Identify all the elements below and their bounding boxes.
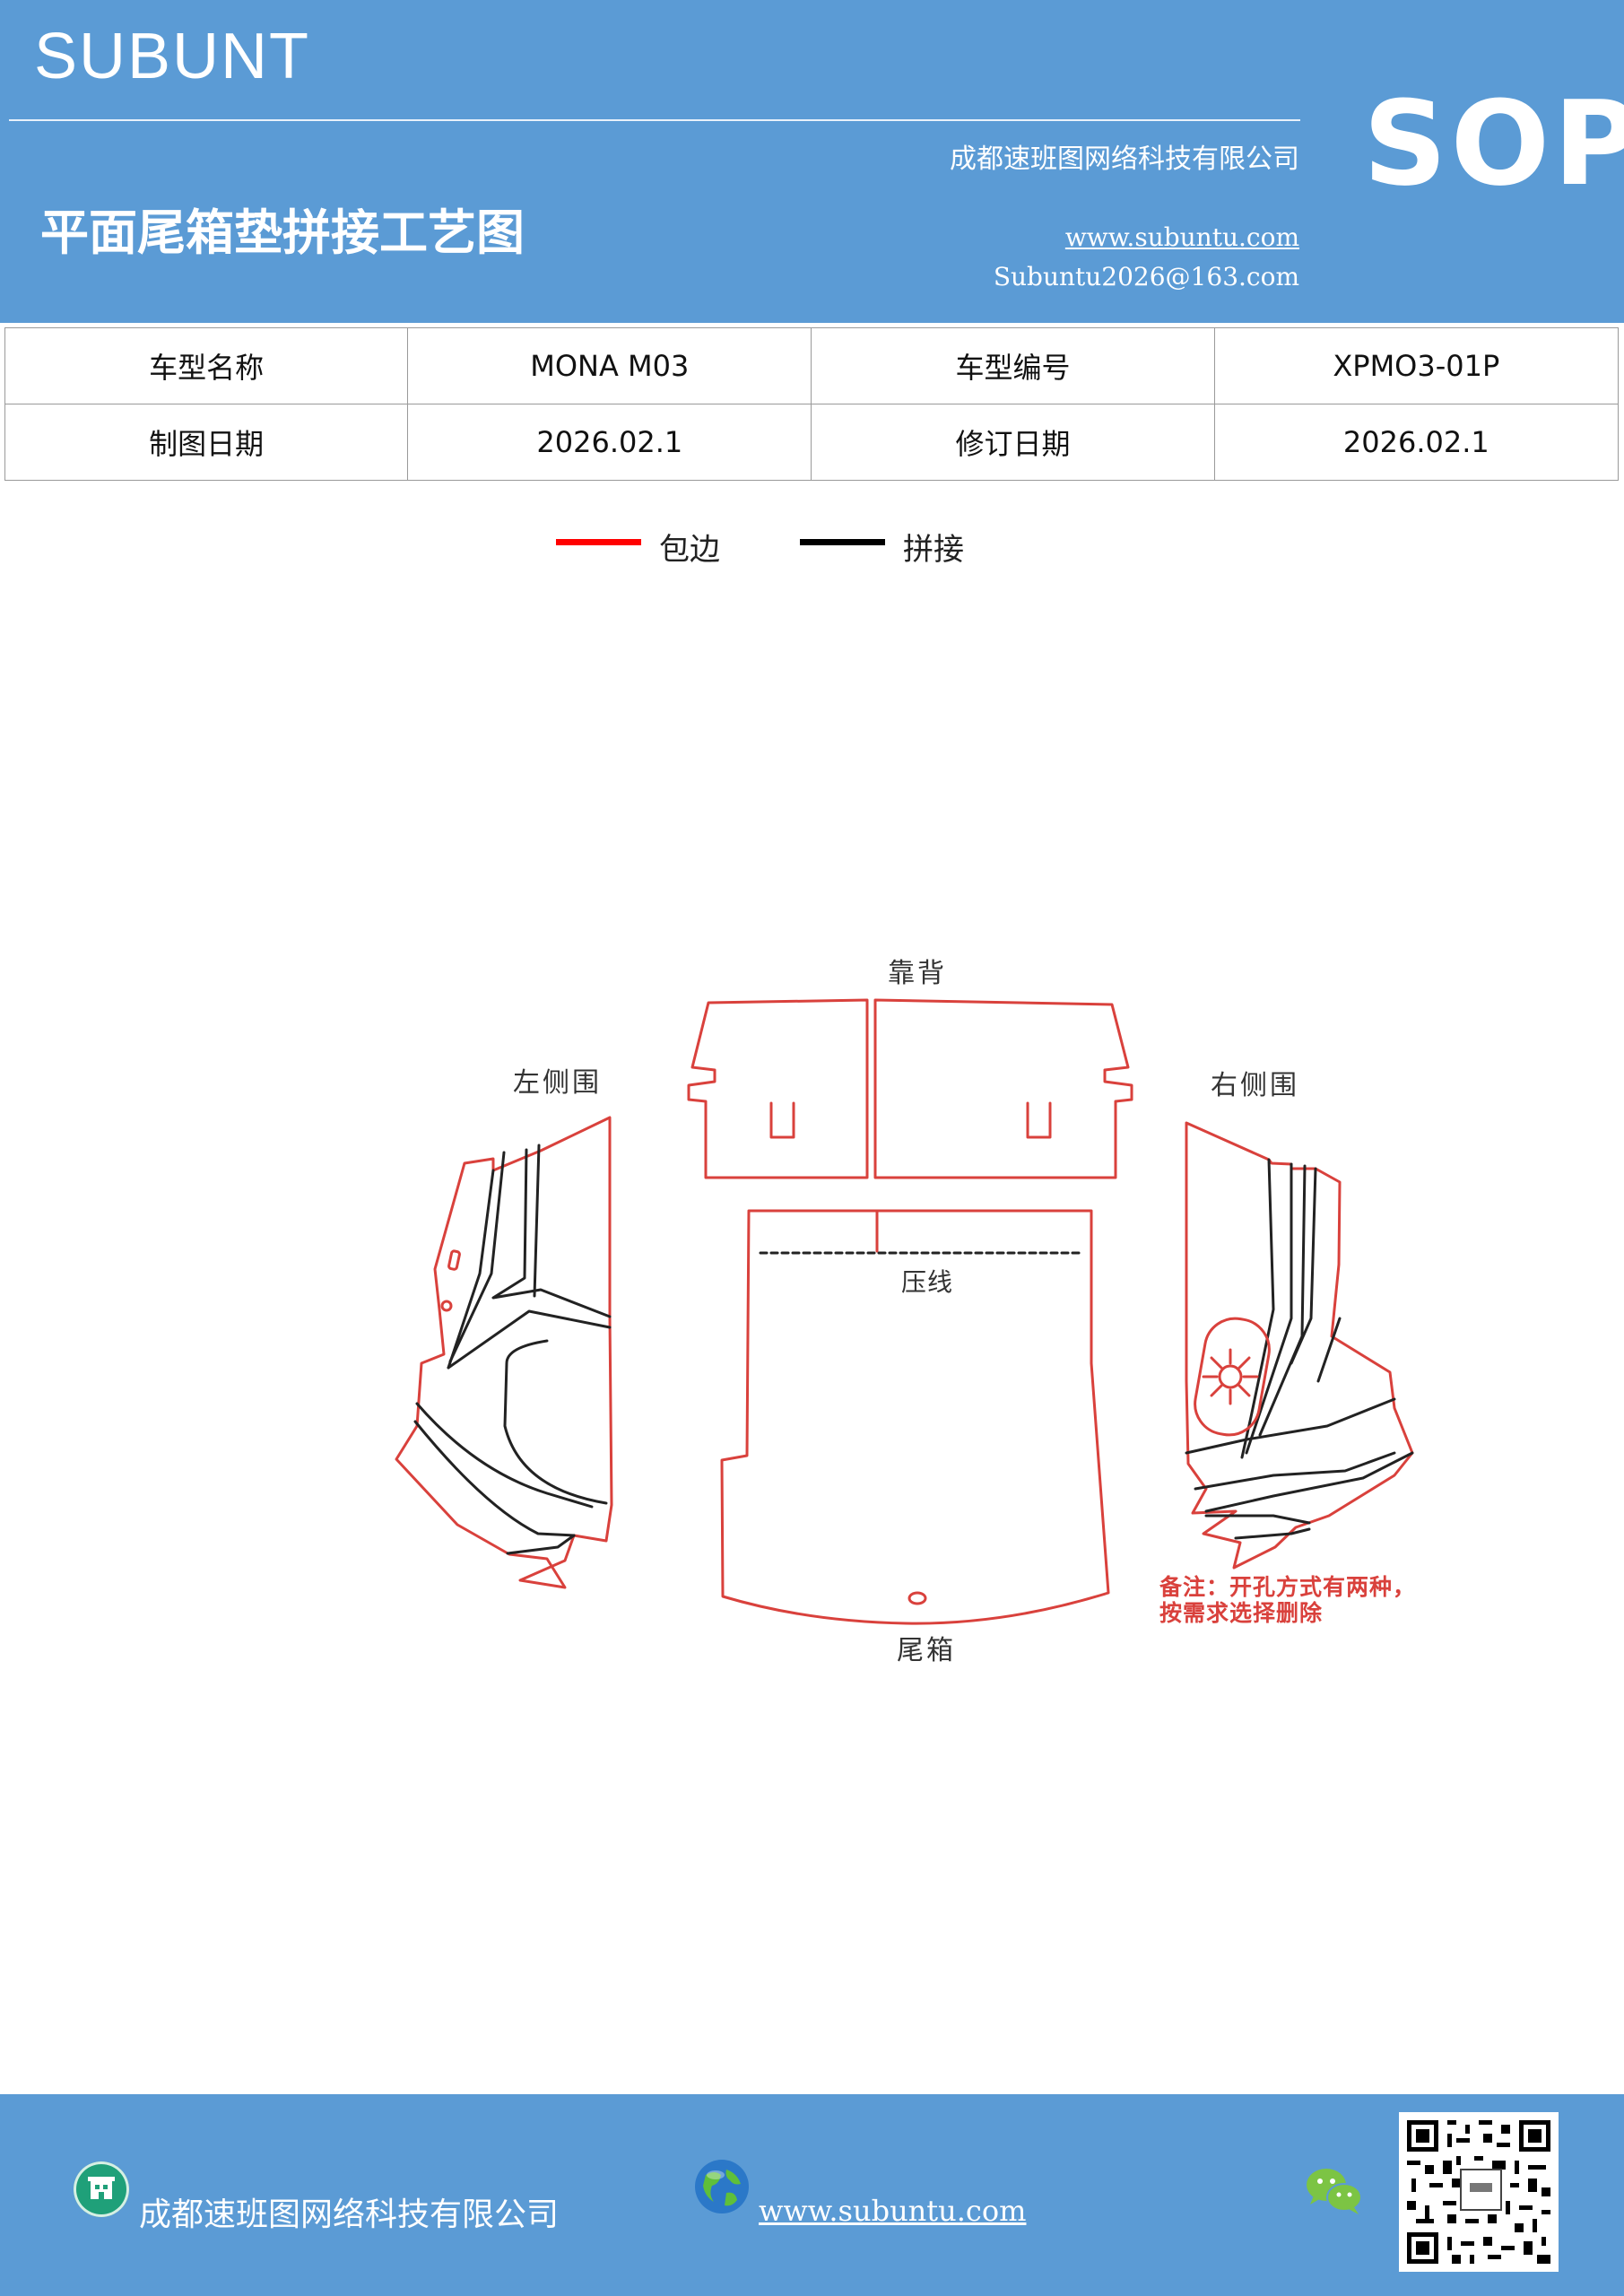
table-row: 制图日期 2026.02.1 修订日期 2026.02.1 [4,404,1620,481]
legend-label: 拼接 [903,532,964,568]
right-side-seam-6 [1185,1397,1396,1455]
right-side-seam-10 [1234,1527,1311,1540]
qr-code[interactable] [1399,2112,1559,2272]
sop-badge: SOP [1363,75,1624,212]
vehicle-info-table: 车型名称 MONA M03 车型编号 XPMO3-01P 制图日期 2026.0… [4,327,1620,481]
header-band: SUBUNT 成都速班图网络科技有限公司 平面尾箱垫拼接工艺图 www.subu… [0,0,1624,323]
note-line: 按需求选择删除 [1159,1600,1324,1626]
trunk-floor-panel [720,1209,1110,1625]
hole-note: 备注：开孔方式有两种， 按需求选择删除 [1159,1574,1416,1626]
right-side-seam-2 [1245,1162,1293,1455]
legend-label: 包边 [659,532,720,568]
diagram-svg [395,998,1414,1625]
table-row: 车型名称 MONA M03 车型编号 XPMO3-01P [4,327,1620,404]
backrest-right-panel [873,998,1133,1179]
left-side-seam-2 [448,1151,506,1363]
label-left-side: 左侧围 [513,1067,602,1099]
left-side-seam-8 [413,1420,576,1537]
left-side-seam-9 [506,1534,576,1555]
footer-company-name: 成都速班图网络科技有限公司 [139,2196,560,2233]
table-cell: 车型编号 [811,327,1215,404]
black-line-swatch [800,539,885,545]
left-side-seam-6 [503,1339,608,1505]
backrest-right-slot [1026,1101,1052,1139]
label-right-side: 右侧围 [1211,1070,1299,1101]
right-side-seam-9 [1204,1514,1311,1525]
red-line-swatch [556,539,641,545]
website-link[interactable]: www.subuntu.com [1064,222,1299,252]
backrest-left-slot [769,1101,795,1139]
left-side-seam-7 [415,1402,594,1509]
table-cell: 2026.02.1 [1213,404,1620,481]
right-side-seam-5 [1316,1317,1342,1383]
table-cell: 制图日期 [4,404,409,481]
left-side-outer [395,1116,613,1589]
note-line: 备注：开孔方式有两种， [1159,1574,1417,1600]
wechat-icon [1305,2163,1364,2217]
left-side-hole-round [440,1300,453,1312]
table-cell: MONA M03 [407,327,812,404]
globe-icon [692,2157,751,2216]
left-side-seam-3 [491,1148,612,1318]
right-side-vent-frame [1194,1317,1271,1437]
trunk-hole [908,1591,927,1605]
backrest-left-panel [687,998,869,1179]
building-icon [74,2161,129,2217]
right-side-seam-7 [1194,1451,1396,1491]
left-side-seam-5 [447,1309,612,1370]
footer-website-link[interactable]: www.subuntu.com [759,2194,1027,2228]
table-cell: 2026.02.1 [407,404,812,481]
email-address: Subuntu2026@163.com [993,262,1299,291]
label-backrest: 靠背 [888,958,947,989]
right-side-seam-8 [1204,1451,1414,1513]
left-side-hole-slot [447,1249,461,1271]
left-side-seam-1 [447,1169,495,1370]
right-side-seam-1 [1240,1158,1275,1459]
brand-name: SUBUNT [34,21,311,92]
table-cell: 修订日期 [811,404,1215,481]
label-trunk: 尾箱 [897,1635,956,1666]
right-side-seam-4 [1290,1167,1317,1365]
table-cell: 车型名称 [4,327,409,404]
document-title: 平面尾箱垫拼接工艺图 [40,204,525,261]
sun-vent-icon [1202,1348,1259,1405]
company-name: 成都速班图网络科技有限公司 [950,144,1299,175]
left-side-seam-4 [533,1144,541,1298]
table-cell: XPMO3-01P [1213,327,1620,404]
label-crease: 压线 [901,1267,954,1297]
header-divider [9,119,1300,121]
trunk-mat-diagram: 靠背 左侧围 右侧围 压线 尾箱 [0,924,1624,1686]
